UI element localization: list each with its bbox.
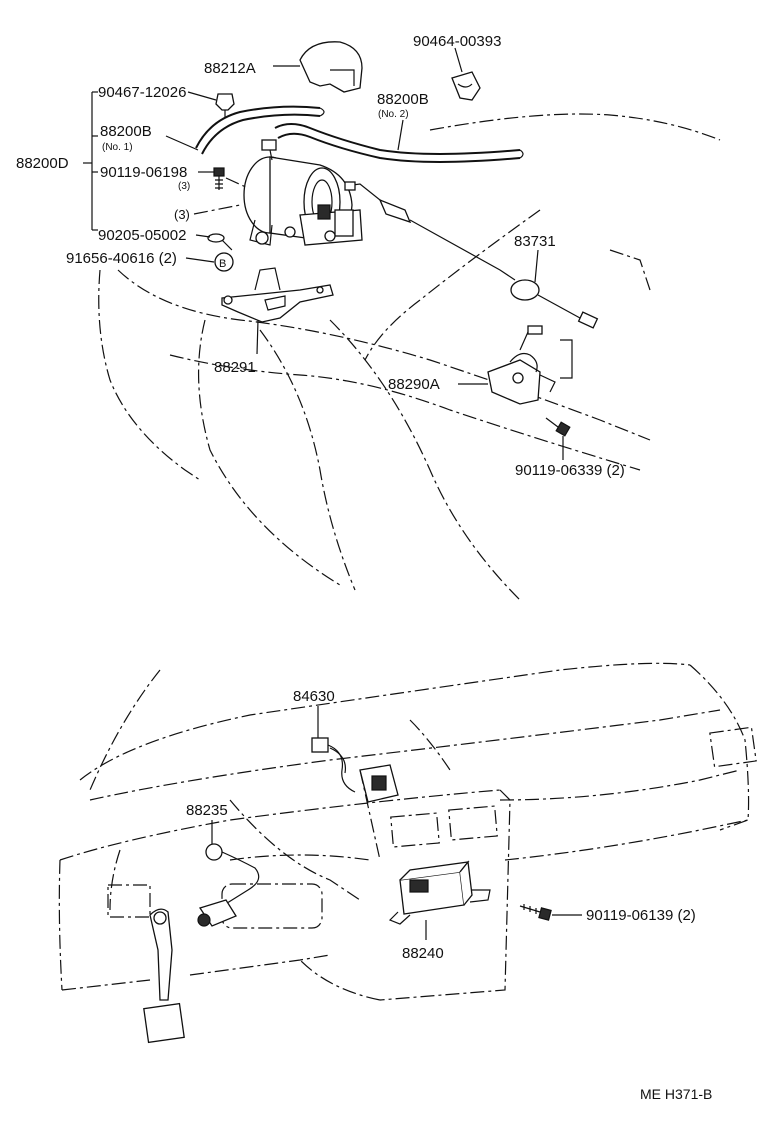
label-no1: (No. 1) xyxy=(102,142,133,153)
accelerator-link-assembly xyxy=(487,325,573,405)
label-90464-00393: 90464-00393 xyxy=(413,33,501,50)
actuator-bracket xyxy=(221,267,334,323)
grommet-b-mark: B xyxy=(219,258,226,270)
cruise-control-computer xyxy=(388,860,491,940)
actuator-bolt xyxy=(213,167,225,190)
label-88200D: 88200D xyxy=(16,155,69,172)
label-90119-06339: 90119-06339 (2) xyxy=(515,462,625,479)
label-88200B-no1: 88200B xyxy=(100,123,152,140)
label-88291: 88291 xyxy=(214,359,256,376)
label-88235: 88235 xyxy=(186,802,228,819)
wire-clip xyxy=(215,93,235,118)
cruise-cancel-switch xyxy=(197,820,260,927)
lower-part-labels: 84630 88235 88240 90119-06139 (2) xyxy=(186,688,696,962)
diagram-code: ME H371-B xyxy=(640,1086,712,1102)
label-88212A: 88212A xyxy=(204,60,256,77)
grommet-b: B xyxy=(214,252,234,272)
upper-leader-lines xyxy=(83,47,564,460)
label-90119-06198: 90119-06198 xyxy=(100,164,187,181)
instrument-panel-outline xyxy=(58,662,757,1001)
cruise-control-main-switch xyxy=(311,706,399,803)
cruise-actuator xyxy=(243,139,363,246)
label-88240: 88240 xyxy=(402,945,444,962)
engine-compartment-outline xyxy=(98,113,721,601)
computer-bolt xyxy=(519,904,582,921)
label-90205-05002: 90205-05002 xyxy=(98,227,186,244)
washer xyxy=(207,233,225,243)
label-88200B-no2: 88200B xyxy=(377,91,429,108)
label-qty-3b: (3) xyxy=(174,207,190,222)
vacuum-hoses xyxy=(195,105,524,163)
actuator-cover xyxy=(299,41,363,93)
label-qty-3a: (3) xyxy=(178,181,190,192)
label-90467-12026: 90467-12026 xyxy=(98,84,186,101)
hose-clip xyxy=(451,71,481,101)
label-84630: 84630 xyxy=(293,688,335,705)
label-no2: (No. 2) xyxy=(378,109,409,120)
label-91656-40616: 91656-40616 (2) xyxy=(66,250,177,267)
link-bolt xyxy=(545,417,571,437)
upper-part-labels: 88212A 90464-00393 90467-12026 88200B (N… xyxy=(16,33,625,479)
accelerator-control-cable xyxy=(344,181,599,329)
label-88290A: 88290A xyxy=(388,376,440,393)
label-83731: 83731 xyxy=(514,233,556,250)
label-90119-06139: 90119-06139 (2) xyxy=(586,907,696,924)
clutch-pedal xyxy=(143,908,185,1044)
